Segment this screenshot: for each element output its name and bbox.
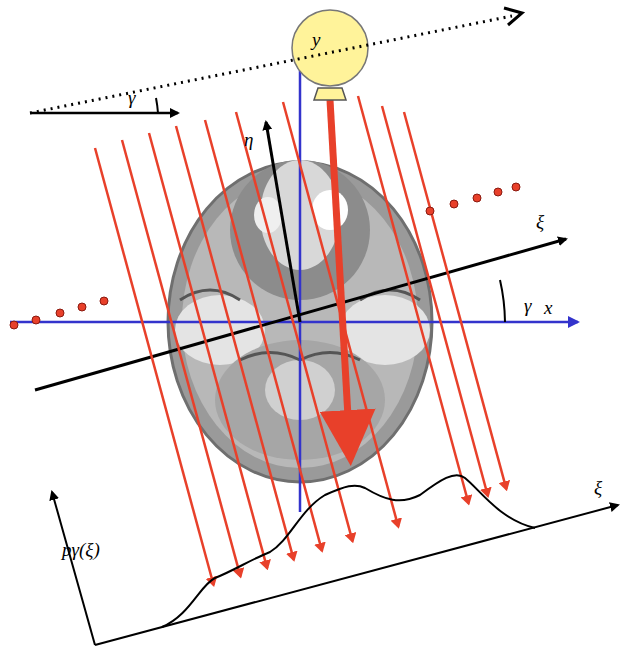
rotation-line [30,16,512,113]
x-ray-beam [95,148,214,585]
x-ray-beams [95,96,506,585]
p-axis [52,492,95,645]
x-ray-beam [149,133,267,568]
continuation-dots [10,183,520,329]
axis-label: x [544,298,552,317]
x-ray-beam [176,126,294,560]
axis-label: η [244,130,253,149]
y-axis [299,30,302,512]
projection-profile [162,475,535,627]
x-ray-beam [382,106,488,496]
central-ray [330,100,350,452]
x-ray-source [292,10,368,100]
axis-label: ξ [536,212,544,231]
angle-arc [500,280,505,322]
axis-label: y [312,30,320,49]
reference-arrow [30,112,178,115]
axis-label: ξ [594,478,602,497]
angle-label: γ [128,88,136,107]
x-ray-beam [404,112,506,489]
eta-axis [266,122,300,322]
angle-label: γ [524,296,532,315]
x-ray-beam [122,140,241,577]
xi-plot-axis [95,505,618,645]
plot-axis-label: pγ(ξ) [62,540,100,559]
xi-axis [35,239,566,390]
x-ray-beam [358,96,469,504]
